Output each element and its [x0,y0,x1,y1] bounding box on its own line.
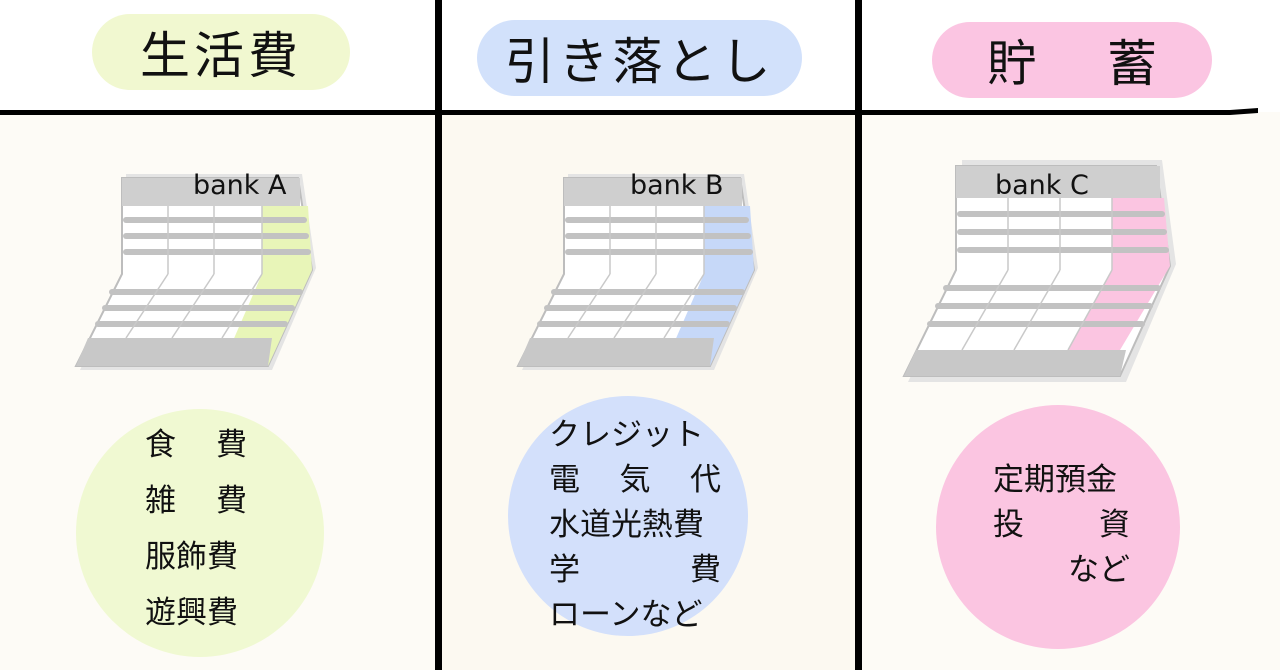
bankbook-a-icon [74,174,316,370]
title-savings-char-1: 貯 [987,35,1107,93]
savings-items-list: 定期預金 投資 など [993,460,1130,595]
list-item: 服飾費 [145,539,238,575]
bank-b-label: bank B [630,170,724,201]
list-item: 投資 [993,507,1130,543]
living-items-list: 食費 雑費 服飾費 遊興費 [145,425,247,649]
debit-items-circle [508,396,748,636]
list-item: 定期預金 [993,462,1117,498]
bank-c-label: bank C [995,170,1089,201]
title-direct-debit: 引き落とし [477,20,802,96]
list-item: ローンなど [549,597,703,633]
list-item: 水道光熱費 [549,507,704,543]
living-items-circle [76,409,324,657]
column-divider-1 [435,0,442,670]
list-item: 学費 [549,552,721,588]
bankbook-b-icon [516,174,758,370]
bankbook-c-icon [902,160,1176,382]
bank-a-label: bank A [193,170,287,201]
title-savings-char-2: 蓄 [1107,35,1227,93]
title-savings: 貯蓄 [932,22,1212,98]
list-item: クレジット [549,417,704,453]
debit-items-list: クレジット 電気代 水道光熱費 学費 ローンなど [549,415,721,640]
list-item: 電気代 [549,462,721,498]
list-item: 食費 [145,427,247,463]
title-living-expenses: 生活費 [92,14,350,90]
list-item: 雑費 [145,483,247,519]
list-item: など [1068,552,1130,588]
list-item: 遊興費 [145,595,238,631]
savings-items-circle [936,405,1180,649]
header-divider [0,108,1258,115]
column-divider-2 [855,0,862,670]
